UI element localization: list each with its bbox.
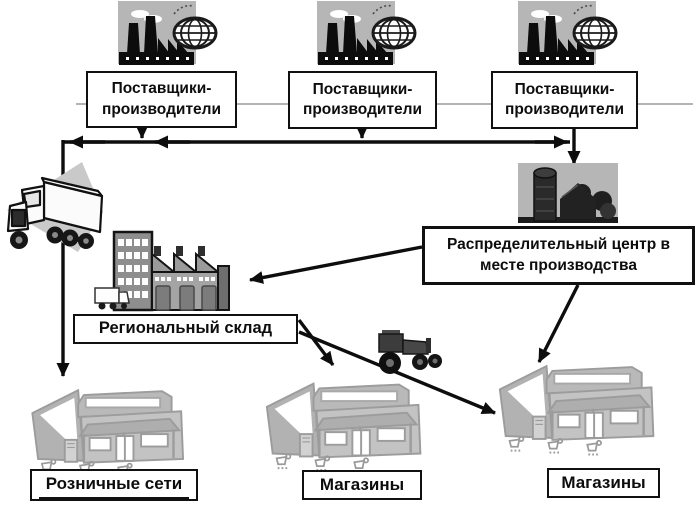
- warehouse-complex-icon: [94, 226, 244, 316]
- stores-box-middle: Магазины: [302, 470, 422, 500]
- factory-with-globe-icon: [313, 1, 417, 69]
- supplier-1-label-line2: производители: [101, 100, 222, 118]
- retail-store-icon: [496, 348, 666, 458]
- supplier-box-3: Поставщики- производители: [491, 71, 638, 129]
- factory-with-globe-icon: [514, 1, 618, 69]
- distribution-center-label-line2: месте производства: [480, 256, 637, 274]
- regional-warehouse-box: Региональный склад: [73, 314, 298, 344]
- retail-store-icon: [22, 375, 202, 478]
- distribution-center-box: Распределительный центр в месте производ…: [422, 226, 695, 285]
- arrow-dc-to-warehouse: [249, 245, 423, 284]
- arrow-warehouse-to-store-middle: [297, 318, 335, 367]
- regional-warehouse-label: Региональный склад: [98, 319, 273, 338]
- supplier-box-1: Поставщики- производители: [86, 71, 237, 128]
- retail-network-box: Розничные сети: [30, 469, 198, 501]
- factory-with-globe-icon: [114, 1, 218, 69]
- supplier-box-2: Поставщики- производители: [288, 71, 437, 129]
- distribution-center-label-line1: Распределительный центр в: [446, 236, 671, 254]
- stores-right-label: Магазины: [561, 472, 646, 492]
- supplier-1-label-line1: Поставщики-: [111, 80, 212, 98]
- stores-box-right: Магазины: [547, 468, 660, 498]
- retail-store-icon: [263, 368, 433, 473]
- supplier-3-label-line2: производители: [504, 101, 625, 118]
- supplier-2-label-line1: Поставщики-: [312, 80, 413, 98]
- retail-network-label: Розничные сети: [39, 473, 189, 500]
- supplier-3-label-line1: Поставщики-: [514, 80, 615, 98]
- arrow-dc-to-store-right: [537, 284, 580, 363]
- farm-silo-icon: [518, 163, 618, 225]
- supplier-2-label-line2: производители: [302, 101, 423, 118]
- arrow-warehouse-to-store-right: [298, 330, 496, 415]
- stores-middle-label: Магазины: [319, 474, 405, 494]
